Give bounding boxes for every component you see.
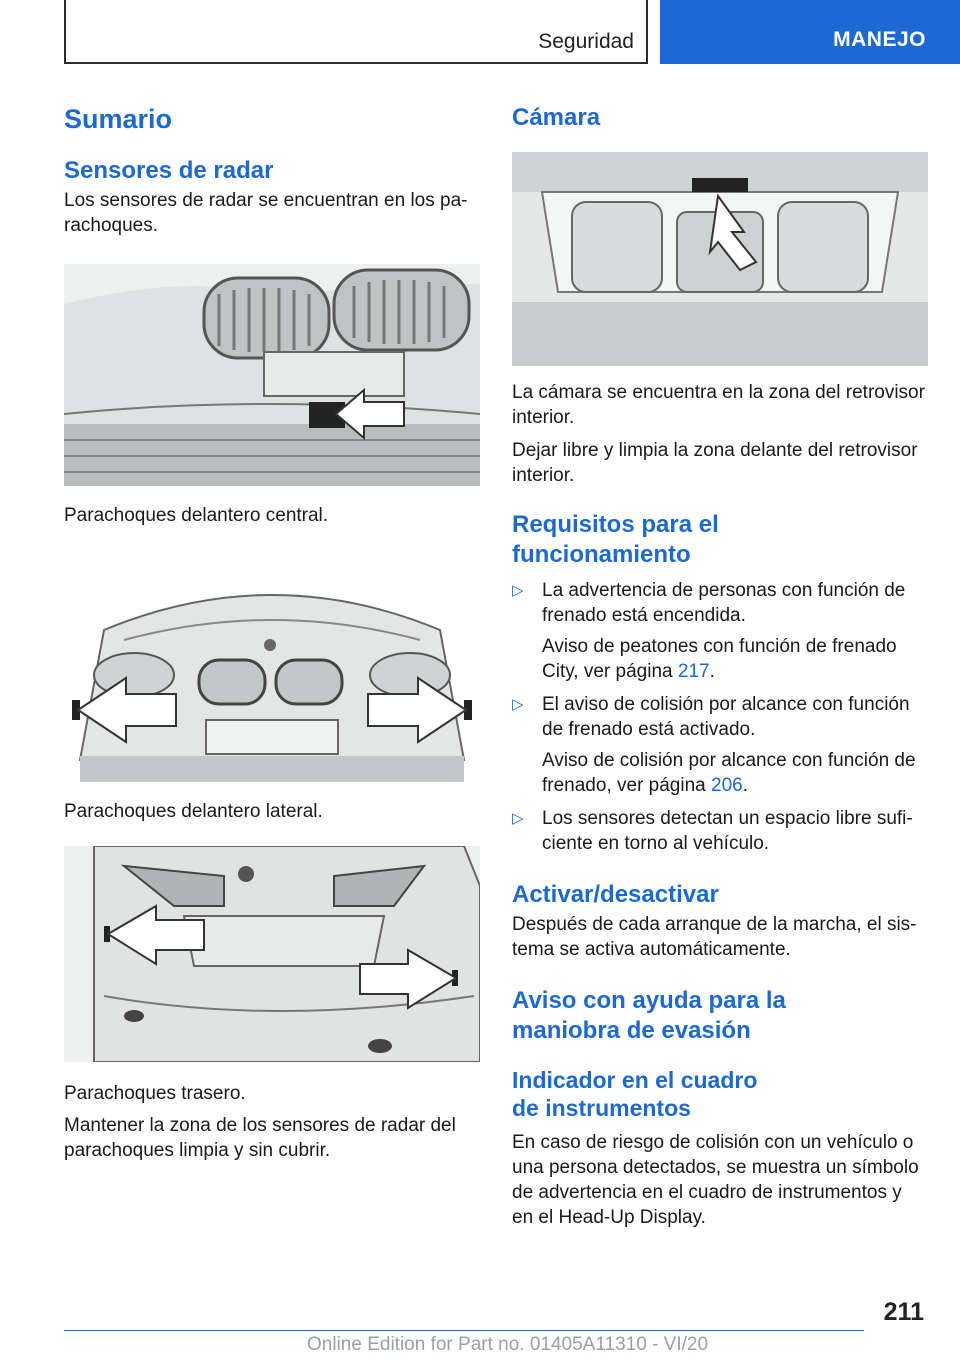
requirements-heading: Requisitos para el funcionamiento [512,511,719,568]
right-column: Cámara La cámara se encuentra en la zona… [512,100,928,1230]
footer-edition: Online Edition for Part no. 01405A11310 … [307,1334,709,1355]
list-item: ▷ La advertencia de personas con función… [512,578,928,684]
caption-front-center: Parachoques delantero central. [64,505,329,526]
list-item: ▷ Los sensores detectan un espacio libre… [512,806,928,856]
radar-note: Mantener la zona de los sensores de rada… [64,1115,456,1161]
rear-bumper-image [64,846,480,1062]
camera-image [512,152,928,366]
header-tab-manejo[interactable]: MANEJO [660,0,960,64]
evasion-heading: Aviso con ayuda para la maniobra de evas… [512,987,786,1044]
triangle-bullet-icon: ▷ [512,810,524,827]
footer-divider [64,1330,864,1331]
activate-text: Después de cada arranque de la marcha, e… [512,914,917,960]
header-tab-label: MANEJO [833,28,926,51]
camera-text-2: Dejar libre y limpia la zona delante del… [512,440,918,486]
page-link-217[interactable]: 217 [677,661,710,682]
triangle-bullet-icon: ▷ [512,582,524,599]
list-item-subtext: Aviso de colisión por alcance con funció… [542,750,916,796]
list-item: ▷ El aviso de colisión por alcance con f… [512,692,928,798]
front-lateral-bumper-image [64,560,480,782]
camera-heading: Cámara [512,104,601,131]
page-title: Sumario [64,104,173,134]
caption-rear: Parachoques trasero. [64,1083,246,1104]
caption-front-side: Parachoques delantero lateral. [64,801,323,822]
camera-text-1: La cámara se encuentra en la zona del re… [512,382,925,428]
page-number: 211 [883,1298,924,1326]
header-section-title: Seguridad [538,30,634,53]
activate-heading: Activar/desactivar [512,881,719,908]
list-item-text: El aviso de colisión por alcance con fun… [542,694,910,740]
list-item-text: Los sensores detectan un espacio libre s… [542,808,913,854]
indicator-heading: Indicador en el cuadro de instrumentos [512,1067,758,1121]
list-item-text: La advertencia de personas con función d… [542,580,906,626]
header-frame [64,0,648,64]
triangle-bullet-icon: ▷ [512,696,524,713]
indicator-text: En caso de riesgo de colisión con un veh… [512,1132,919,1228]
list-item-subtext: Aviso de peatones con función de frenado… [542,636,897,682]
radar-heading: Sensores de radar [64,157,274,184]
radar-intro: Los sensores de radar se encuentran en l… [64,190,468,236]
page-link-206[interactable]: 206 [711,775,743,796]
left-column: Sumario Sensores de radar Los sensores d… [64,100,480,1163]
front-center-bumper-image [64,264,480,486]
requirements-list: ▷ La advertencia de personas con función… [512,578,928,856]
